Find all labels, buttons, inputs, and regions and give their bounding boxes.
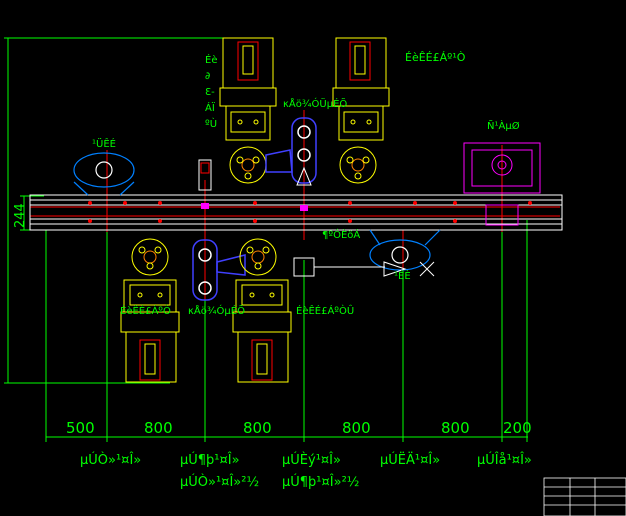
- label-lower-right-motor: ÉèÊÉ£­ÁºÒÛ: [296, 306, 355, 317]
- machine-bottom-left: [120, 279, 180, 383]
- dimension-800-3: 800: [342, 419, 371, 437]
- station-label-1: µÚÒ»¹¤Î»: [80, 453, 142, 468]
- label-lower-right-bracket: ¹ÉÈ: [394, 271, 411, 282]
- label-top-left-v3: Ɛ-: [205, 87, 215, 98]
- station-label-3-line2: µÚ¶þ¹¤Î»²½: [282, 475, 360, 490]
- station-label-3: µÚÈý¹¤Î»: [282, 453, 341, 468]
- linkage-top: [265, 117, 317, 184]
- cross-marker: [419, 261, 435, 277]
- unit-right: [463, 142, 541, 226]
- camera-right: [369, 229, 441, 271]
- dimension-800-1: 800: [144, 419, 173, 437]
- label-top-left-v5: ºÙ: [205, 119, 218, 130]
- arrow-marker-up: [296, 166, 312, 186]
- camera-left: [73, 152, 135, 196]
- label-lower-mid-part: κÅö¾ÓµÉÕ: [188, 306, 245, 317]
- arrow-marker-right: [383, 261, 407, 277]
- sensor-dots: [201, 203, 308, 211]
- machine-top-right: [332, 37, 390, 141]
- motor-top-left: [229, 146, 267, 184]
- post-bottom: [293, 257, 385, 277]
- machine-bottom-right: [232, 279, 292, 383]
- label-mid-top-part: κÅö¾ÓÜµÉÕ: [283, 99, 348, 110]
- label-lower-left-motor: ÉèÊÉ£­ÁºÒ: [120, 306, 171, 317]
- post-left: [198, 159, 212, 191]
- station-label-5: µÚÎå¹¤Î»: [477, 453, 532, 468]
- label-top-left-v4: ÁÏ: [205, 103, 215, 114]
- motor-top-right: [339, 146, 377, 184]
- dimension-800-2: 800: [243, 419, 272, 437]
- station-label-4: µÚËÄ¹¤Î»: [380, 453, 441, 468]
- dimension-244: 244: [13, 203, 28, 228]
- label-top-left-v1: Éè: [205, 55, 218, 66]
- dimension-200: 200: [503, 419, 532, 437]
- label-right-unit: Ñ¹ÀµØ: [487, 121, 520, 132]
- label-top-right-motor: ÉèÊÉ£­Áº¹Ò: [405, 51, 466, 64]
- title-block: [543, 477, 626, 516]
- dimension-lines: [4, 37, 528, 442]
- dimension-500: 500: [66, 419, 95, 437]
- motor-bottom-left: [131, 238, 169, 276]
- machine-top-left: [219, 37, 277, 141]
- label-arrow-unit: ¶ºÓÈöÁ: [322, 230, 361, 241]
- conveyor-bolts: [88, 201, 532, 223]
- station-label-2: µÚ¶þ¹¤Î»: [180, 453, 240, 468]
- conveyor: [29, 194, 563, 231]
- motor-bottom-right: [239, 238, 277, 276]
- dimension-800-4: 800: [441, 419, 470, 437]
- linkage-bottom: [192, 239, 246, 301]
- station-label-2-line2: µÚÒ»¹¤Î»²½: [180, 475, 260, 490]
- label-left-camera: ¹ÜÊÉ: [92, 139, 116, 150]
- label-top-left-v2: ∂: [205, 71, 211, 82]
